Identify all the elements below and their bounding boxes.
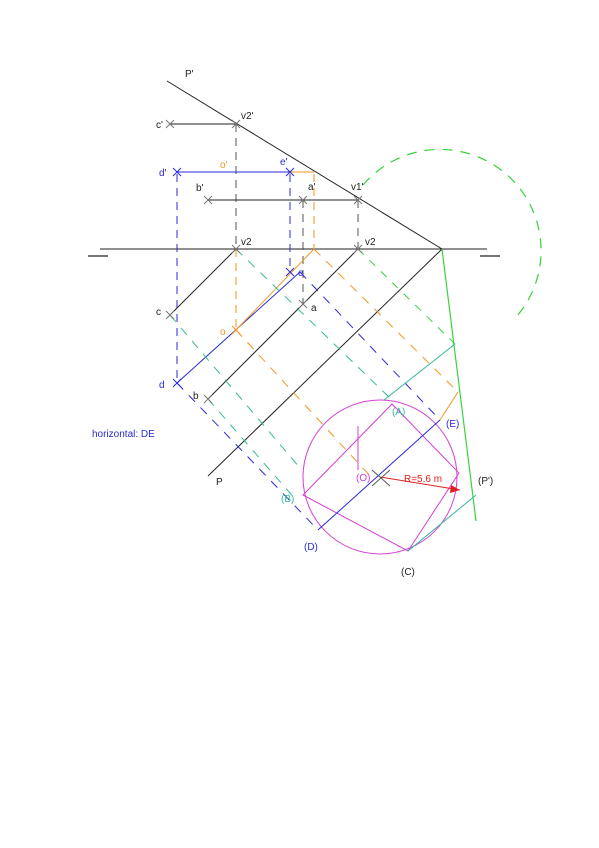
label-v1-prime: v1': [351, 182, 364, 193]
label-p-prime-rotated: (P'): [478, 476, 493, 487]
label-c-prime: c': [156, 120, 163, 131]
rotated-view: [302, 343, 477, 555]
label-radius: R=5.6 m: [404, 474, 442, 485]
projection-lines-diagonal: [169, 248, 459, 531]
label-e-rotated: (E): [446, 419, 459, 430]
label-b-prime: b': [196, 183, 204, 194]
label-d-rotated: (D): [304, 542, 318, 553]
labels: P' P v2' v1' v2 v2 c' d' b' o' e' a' c d…: [92, 69, 493, 578]
label-d: d: [159, 380, 165, 391]
rotated-trace-green: [441, 248, 477, 522]
label-a-rotated: (A): [392, 407, 405, 418]
rotation-radius-green: [357, 248, 456, 345]
label-p-prime: P': [185, 69, 194, 80]
label-e-prime: e': [280, 157, 288, 168]
label-p: P: [216, 477, 223, 488]
plane-trace-p: [207, 248, 443, 477]
label-v2-right: v2: [365, 237, 376, 248]
point-markers: [165, 119, 363, 404]
label-v2-prime: v2': [241, 111, 254, 122]
rotation-arc-green: [362, 148, 542, 317]
label-a-prime: a': [308, 182, 316, 193]
circumscribed-circle: [302, 399, 458, 555]
label-v2-left: v2: [241, 237, 252, 248]
label-b: b: [193, 391, 199, 402]
label-d-prime: d': [159, 168, 167, 179]
ground-line: [88, 248, 500, 257]
front-view: [170, 123, 358, 201]
label-o: o: [220, 327, 226, 338]
label-o-rotated: (O): [356, 473, 370, 484]
label-e: e: [298, 268, 304, 279]
top-view: [169, 248, 359, 400]
label-a: a: [311, 303, 317, 314]
label-b-rotated: (B): [281, 494, 294, 505]
projection-lines-vertical: [176, 124, 359, 383]
plane-trace-p-prime: [166, 80, 443, 250]
label-c: c: [156, 307, 161, 318]
label-c-rotated: (C): [401, 567, 415, 578]
label-o-prime: o': [220, 160, 228, 171]
note-horizontal: horizontal: DE: [92, 429, 155, 440]
